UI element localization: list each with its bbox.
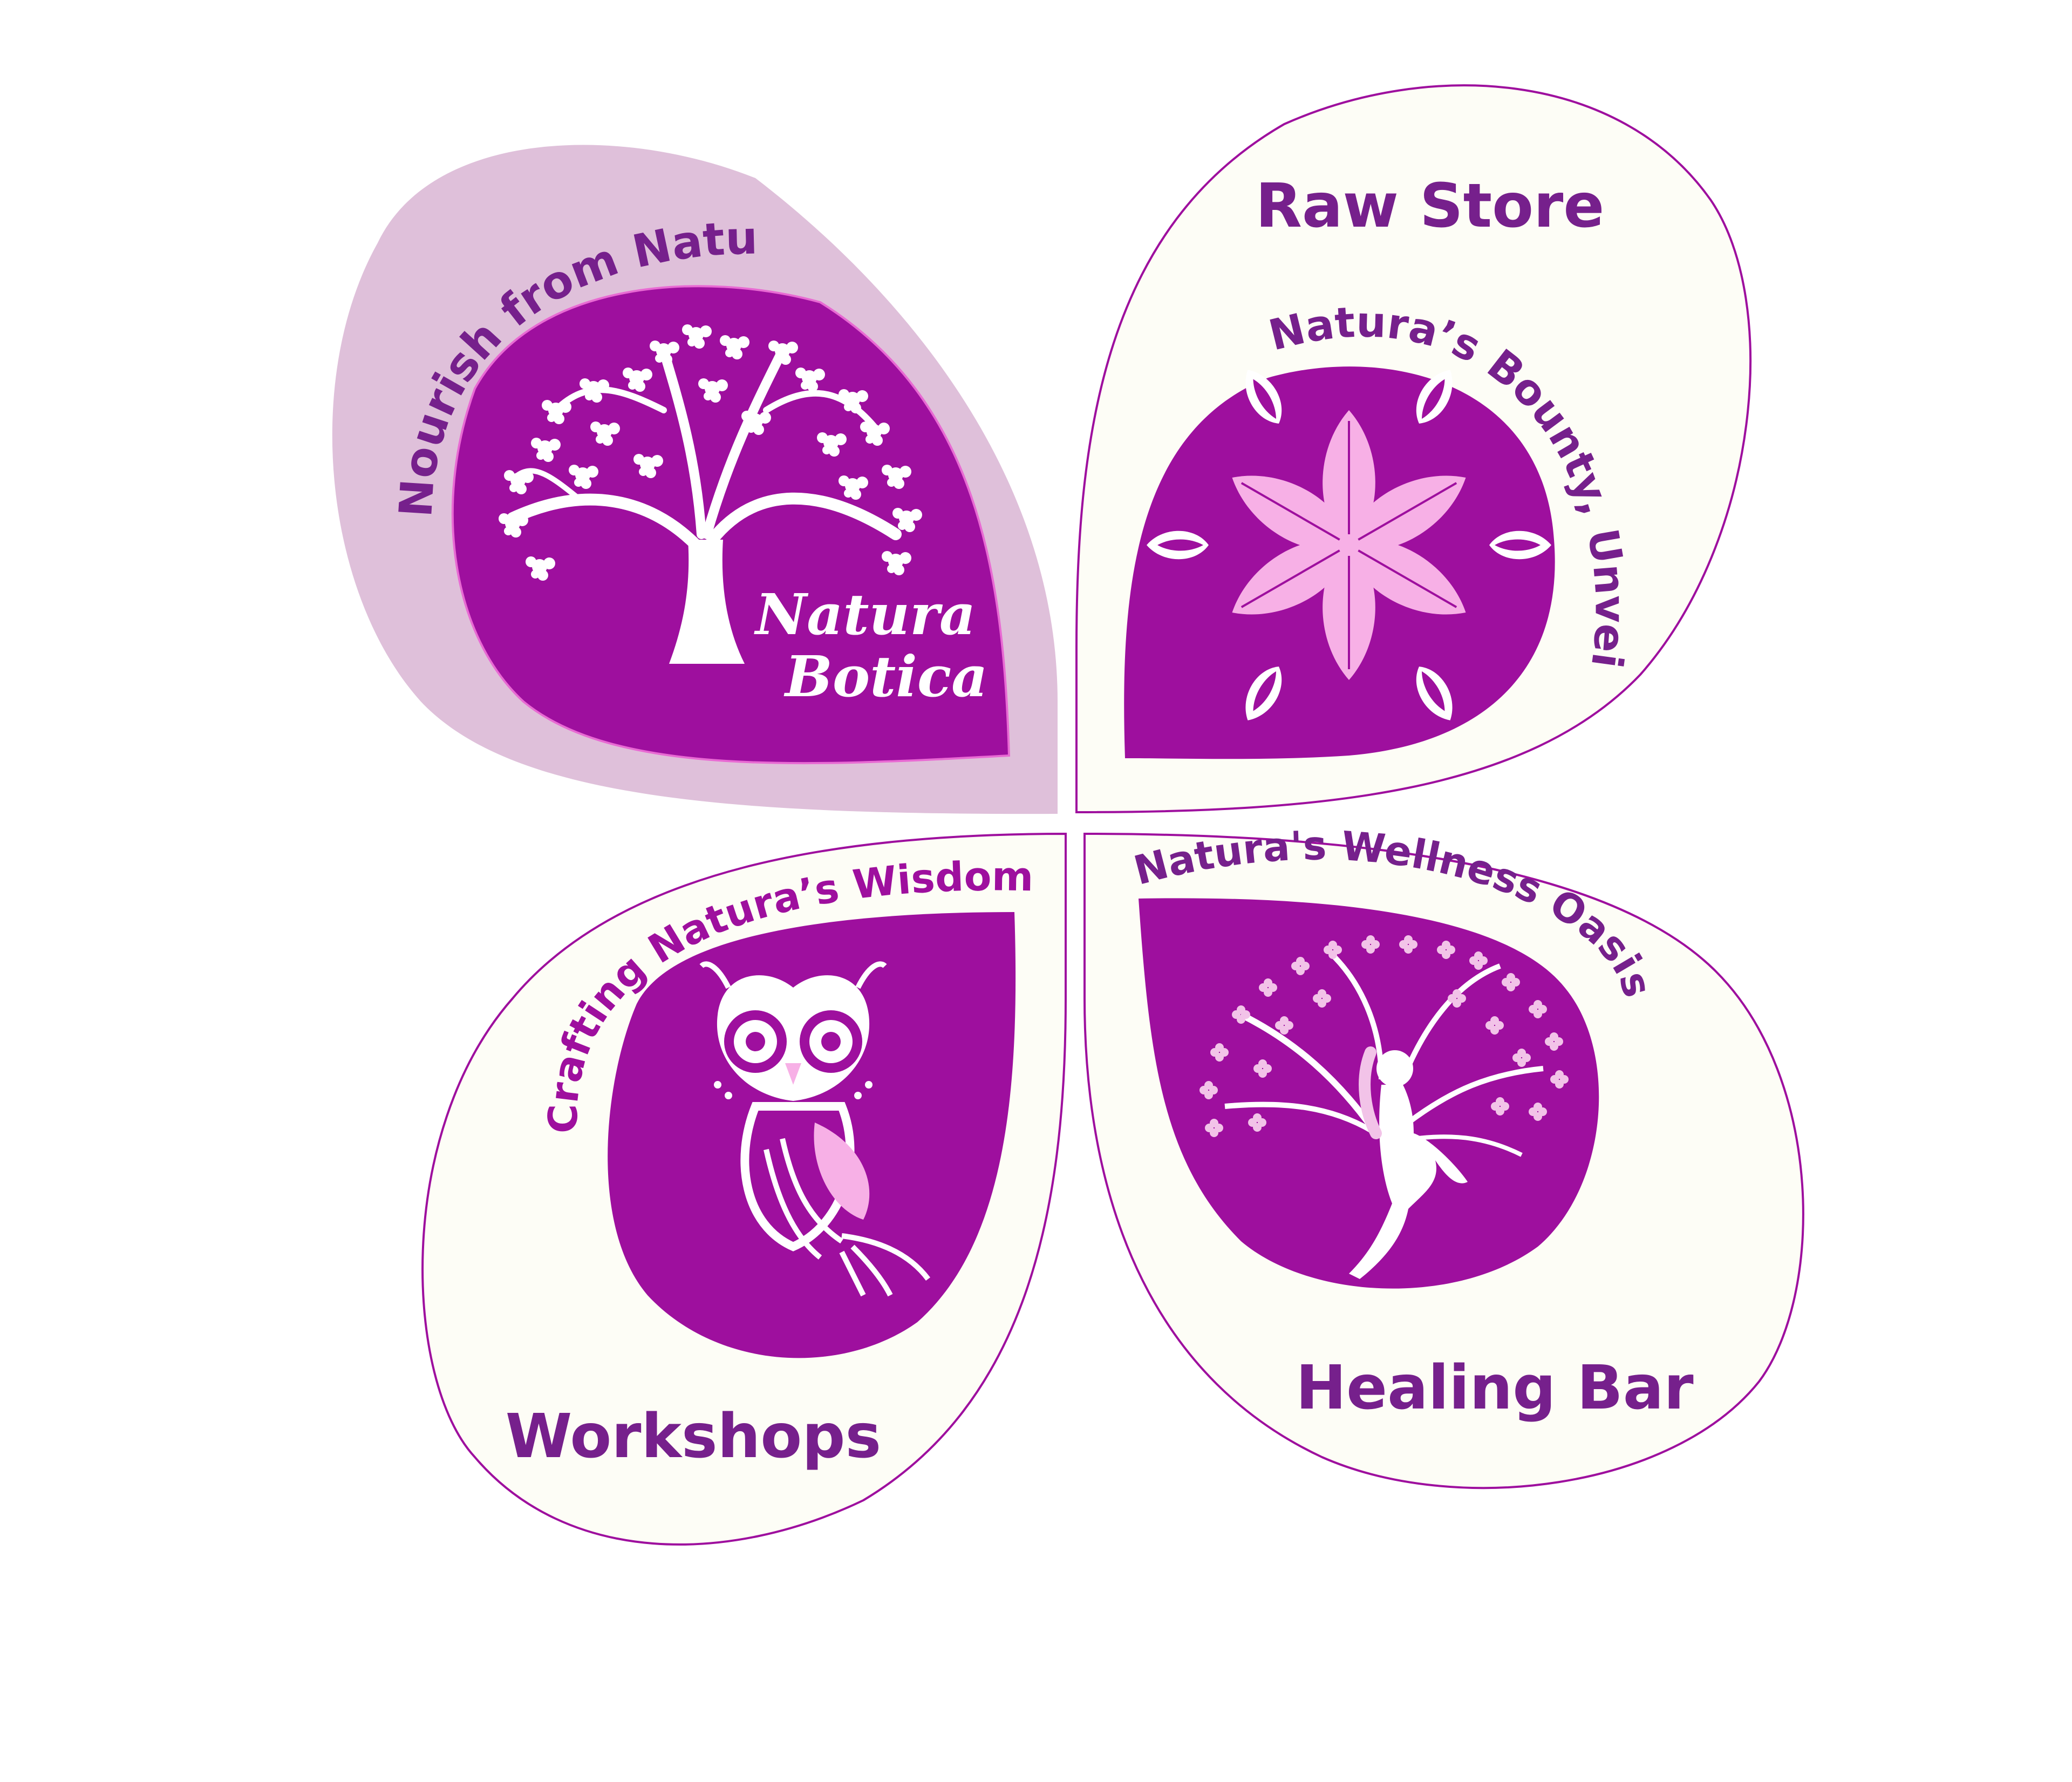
tree-woman-icon: [1199, 935, 1569, 1279]
owl-icon: [699, 961, 930, 1297]
petal-bottom-left-title: Workshops: [506, 1402, 881, 1472]
petal-bottom-right-title: Healing Bar: [1296, 1353, 1693, 1423]
petal-top-left: Nourish from Nature: [0, 0, 1058, 814]
petal-bottom-left-inner: [608, 912, 1016, 1358]
petal-bottom-right: Natura's Wellness Oasis Healing Bar: [1083, 822, 1804, 1489]
blossom-tree-icon: [499, 324, 922, 664]
brand-name-line2: Botica: [783, 643, 988, 710]
brand-name-line1: Natura: [754, 581, 976, 648]
petal-top-right-title: Raw Store: [1256, 171, 1605, 241]
petal-bottom-left: Crafting Natura’s Wisdom Workshops: [421, 832, 1067, 1546]
